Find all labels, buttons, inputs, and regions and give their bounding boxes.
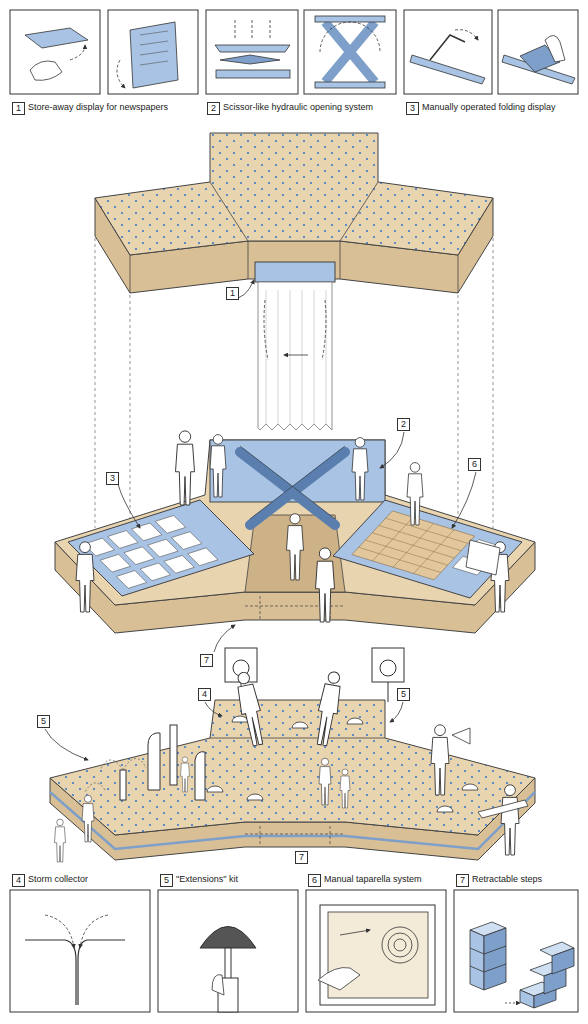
callout-number: 5 bbox=[397, 688, 410, 701]
callout-text: 7 bbox=[299, 852, 304, 863]
callout-number: 1 bbox=[12, 102, 25, 115]
callout-number: 3 bbox=[106, 472, 119, 485]
caption: Scissor-like hydraulic opening system bbox=[222, 101, 374, 113]
callout-number: 7 bbox=[295, 851, 308, 864]
callout-text: 1 bbox=[230, 288, 235, 299]
caption: Manual taparella system bbox=[323, 873, 423, 885]
callout-number: 1 bbox=[226, 287, 239, 300]
callout-number: 5 bbox=[160, 874, 173, 887]
callout-number: 2 bbox=[397, 418, 410, 431]
callout-number: 4 bbox=[12, 874, 25, 887]
callout-text: 7 bbox=[460, 875, 465, 886]
callout-number: 6 bbox=[468, 458, 481, 471]
callout-number: 7 bbox=[200, 654, 213, 667]
callout-number: 2 bbox=[207, 102, 220, 115]
callout-text: 6 bbox=[472, 459, 477, 470]
callout-text: 1 bbox=[16, 103, 21, 114]
caption: Manually operated folding display bbox=[421, 101, 557, 113]
callout-text: 4 bbox=[16, 875, 21, 886]
callout-text: 2 bbox=[211, 103, 216, 114]
callout-number: 7 bbox=[456, 874, 469, 887]
callout-text: 3 bbox=[110, 473, 115, 484]
callout-text: 4 bbox=[202, 689, 207, 700]
callout-number: 5 bbox=[37, 715, 50, 728]
callout-text: 3 bbox=[410, 103, 415, 114]
callout-number: 6 bbox=[308, 874, 321, 887]
caption: Storm collector bbox=[27, 873, 89, 885]
callout-text: 5 bbox=[164, 875, 169, 886]
callout-number: 3 bbox=[406, 102, 419, 115]
caption: Retractable steps bbox=[471, 873, 543, 885]
callout-text: 5 bbox=[41, 716, 46, 727]
callout-text: 7 bbox=[204, 655, 209, 666]
callout-text: 6 bbox=[312, 875, 317, 886]
callout-text: 2 bbox=[401, 419, 406, 430]
callout-text: 5 bbox=[401, 689, 406, 700]
caption: Store-away display for newspapers bbox=[27, 101, 169, 113]
caption: "Extensions" kit bbox=[175, 873, 239, 885]
callout-number: 4 bbox=[198, 688, 211, 701]
